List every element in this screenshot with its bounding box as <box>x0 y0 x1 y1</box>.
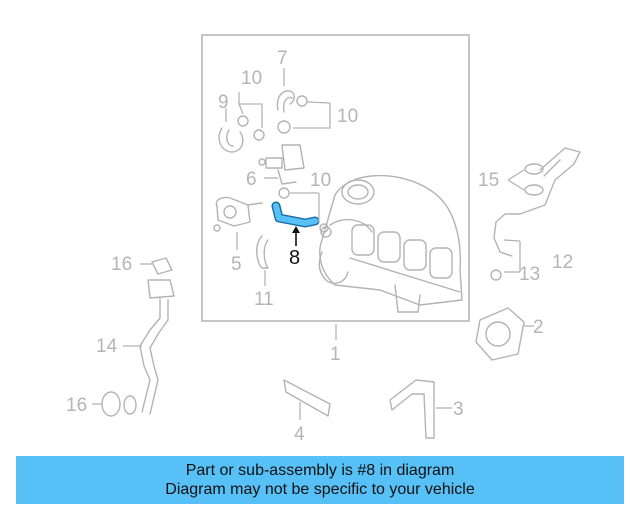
callout-16-bottom: 16 <box>66 395 87 416</box>
parts-diagram: 7 10 9 10 6 10 8 5 11 1 15 12 13 2 3 4 1… <box>66 34 581 445</box>
small-parts-drawing <box>213 90 329 269</box>
callout-9: 9 <box>218 92 229 113</box>
callout-4: 4 <box>294 424 305 445</box>
callout-14: 15 <box>478 170 499 191</box>
callout-12: 12 <box>552 252 573 273</box>
callout-6: 6 <box>246 169 257 190</box>
leader-lines <box>225 68 337 340</box>
right-side-parts <box>283 147 581 439</box>
banner-line-1: Part or sub-assembly is #8 in diagram <box>185 462 455 479</box>
callout-15: 14 <box>96 336 118 357</box>
turbocharger-drawing <box>318 174 463 313</box>
left-side-parts <box>92 257 175 417</box>
callout-7: 7 <box>277 48 288 69</box>
callout-10-right: 10 <box>337 106 358 127</box>
callout-10-mid: 10 <box>310 170 331 191</box>
info-banner: Part or sub-assembly is #8 in diagram Di… <box>16 456 624 504</box>
callout-8: 8 <box>289 247 300 269</box>
callout-2: 2 <box>533 317 544 338</box>
callout-11: 11 <box>254 289 274 310</box>
assembly-frame <box>201 34 470 322</box>
callouts: 7 10 9 10 6 10 8 5 11 1 15 12 13 2 3 4 1… <box>66 48 573 445</box>
callout-16-top: 16 <box>111 254 132 275</box>
banner-line-2: Diagram may not be specific to your vehi… <box>165 481 475 498</box>
callout-1: 1 <box>330 344 341 365</box>
callout-10-top: 10 <box>241 68 262 89</box>
callout-5: 5 <box>231 254 242 275</box>
callout-3: 3 <box>453 399 464 420</box>
callout-13: 13 <box>519 264 540 285</box>
